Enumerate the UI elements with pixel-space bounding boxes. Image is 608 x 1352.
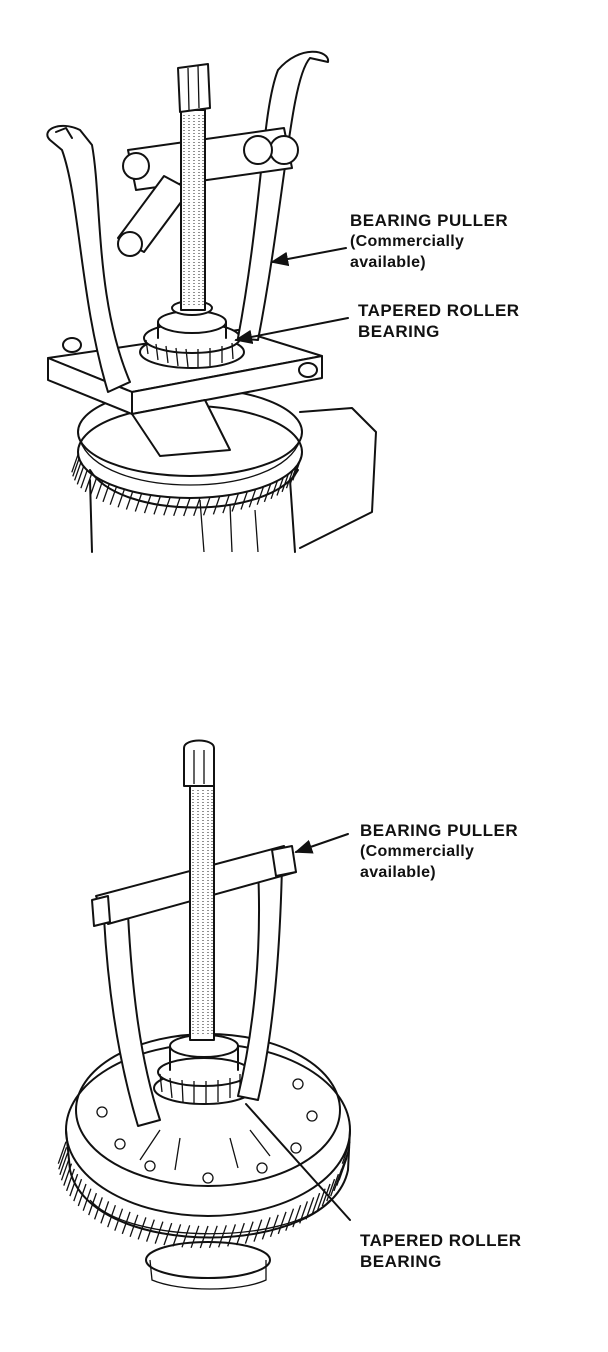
gear-tooth [311,1192,321,1216]
gear-tooth [125,491,134,510]
gear-tooth [59,1152,69,1176]
gear-tooth [240,491,248,510]
puller-note-line1-bottom: (Commercially [360,843,475,860]
gear-tooth [63,1163,73,1186]
gear-tooth [285,1208,295,1231]
gear-tooth [84,473,93,493]
puller-label: BEARING PULLER [350,211,509,230]
gear-tooth [143,494,152,514]
puller-leader-line [270,247,347,267]
gear-tooth [172,1224,182,1247]
puller-note-line1: (Commercially [350,233,465,250]
forcing-screw [183,739,215,1041]
gear-tooth [114,1208,124,1231]
gear-tooth [80,469,88,489]
gear-tooth [316,1188,326,1211]
gear-tooth [82,1188,92,1211]
puller-callout: BEARING PULLER (Commercially available) [350,210,508,273]
gear-tooth [65,1168,75,1192]
puller-leader-line [294,833,349,854]
gear-tooth [326,1178,336,1202]
gear-tooth [117,489,126,508]
gear-tooth [212,496,221,515]
gear-tooth [263,483,272,503]
gear-tooth [109,486,118,505]
gear-tooth [270,480,279,500]
gear-tooth [269,1214,279,1238]
gear-tooth [89,477,98,496]
gear-tooth [231,493,240,512]
gear-tooth [292,1204,302,1228]
puller-callout-bottom: BEARING PULLER (Commercially available) [360,820,518,883]
gear-tooth [121,1211,131,1235]
gear-tooth [199,1225,209,1249]
tapered-roller-bearing [139,300,245,369]
gear-tooth [73,1178,83,1202]
gear-tooth [261,1217,271,1240]
gear-tooth [76,466,85,485]
gear-tooth [60,1158,70,1181]
gear-tooth [321,1183,331,1207]
bearing-callout-bottom: TAPERED ROLLER BEARING [360,1230,522,1272]
gear-tooth [336,1163,346,1186]
top-illustration [46,50,377,553]
gear-tooth [341,1141,351,1164]
puller-legs [103,865,283,1127]
gear-tooth [299,1201,309,1224]
gear-tooth [163,1222,173,1246]
gear-tooth [281,473,290,493]
gear-tooth [72,458,80,477]
puller-note-line2-bottom: available) [360,864,436,881]
gear-tooth [88,1192,98,1216]
gear-tooth [77,1183,87,1207]
gear-tooth [93,1197,103,1220]
gear-tooth [69,1173,79,1197]
gear-tooth [217,1225,227,1248]
gear-tooth [330,1173,340,1197]
bearing-label-line2: BEARING [358,322,440,341]
gear-tooth [235,1222,245,1246]
gear-tooth [107,1204,117,1228]
gear-tooth [137,1217,147,1240]
gear-tooth [222,494,230,514]
gear-tooth [341,1147,351,1170]
transmission-housing [89,407,377,553]
gear-tooth [253,1219,263,1242]
gear-tooth [248,489,257,508]
gear-tooth [129,1214,139,1238]
tapered-roller-bearing [153,1034,255,1105]
gear-tooth [100,1201,110,1224]
gear-tooth [154,1221,164,1244]
gear-tooth [71,454,79,473]
bearing-label-line2-bottom: BEARING [360,1252,442,1271]
gear-tooth [276,477,284,496]
bottom-illustration [57,739,351,1290]
puller-note-line2: available) [350,254,426,271]
bearing-leader-line [245,1103,351,1221]
gear-tooth [256,486,265,505]
bearing-label-line1-bottom: TAPERED ROLLER [360,1231,522,1250]
bearing-leader-line [234,317,349,344]
gear-tooth [57,1141,67,1164]
puller-label-bottom: BEARING PULLER [360,821,519,840]
bearing-callout: TAPERED ROLLER BEARING [358,300,520,342]
gear-tooth [134,493,143,512]
gear-tooth [208,1225,218,1249]
puller-crossbar [117,127,299,257]
gear-tooth [58,1147,68,1170]
gear-tooth [305,1197,315,1220]
bearing-label-line1: TAPERED ROLLER [358,301,520,320]
gear-tooth [277,1211,287,1235]
gear-tooth [73,462,82,481]
gear-tooth [333,1168,343,1192]
forcing-screw [177,63,211,311]
gear-tooth [190,1225,200,1249]
gear-tooth [145,1219,155,1242]
gear-tooth [244,1221,254,1244]
